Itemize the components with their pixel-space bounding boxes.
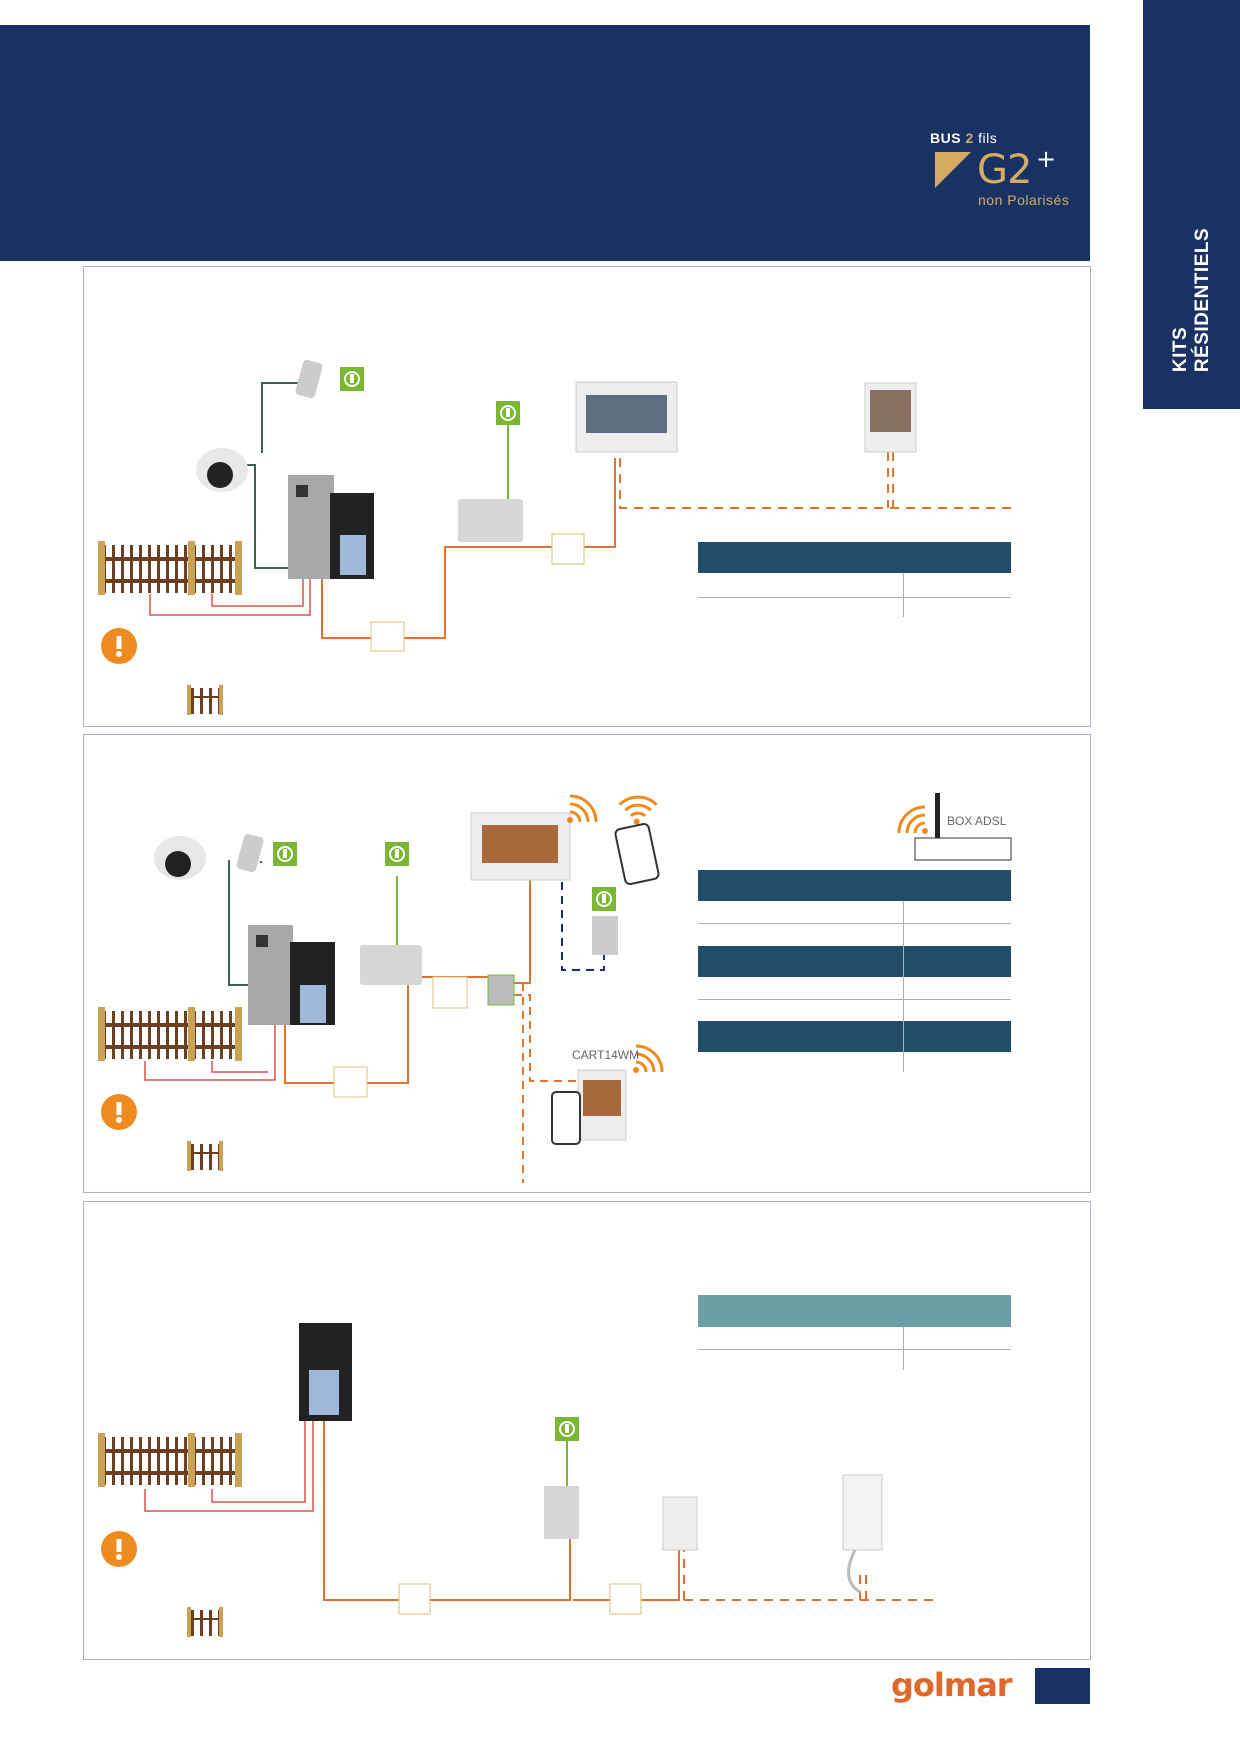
table-column-divider	[903, 573, 904, 617]
dome-camera-icon	[154, 836, 206, 880]
g2plus-logo: BUS 2 fils G2 + non Polarisés	[930, 130, 1080, 220]
power-plug-icon	[272, 841, 298, 867]
table-column-divider	[903, 1327, 904, 1370]
door-panel-icon	[288, 475, 374, 579]
sensor-icon	[295, 359, 323, 399]
monitor-icon	[864, 382, 917, 453]
cable-box	[398, 1583, 431, 1615]
logo-subtitle: non Polarisés	[978, 192, 1070, 208]
gate-icon	[98, 1433, 242, 1487]
kit-panel-3	[83, 1201, 1091, 1660]
table-column-divider	[903, 901, 904, 1072]
mini-gate-icon	[187, 685, 223, 715]
monitor-icon	[575, 381, 678, 453]
table-header-2a	[698, 870, 1011, 901]
table-header-1	[698, 542, 1011, 573]
door-panel-icon	[248, 925, 335, 1025]
brand-text: golmar	[891, 1666, 1013, 1704]
panel1-wires	[149, 382, 1011, 639]
power-supply-icon	[458, 499, 523, 542]
logo-fils: fils	[978, 130, 998, 146]
wifi-icon	[565, 794, 598, 825]
smartphone-icon	[551, 1091, 581, 1145]
cable-box	[370, 621, 405, 652]
mini-gate-icon	[187, 1607, 223, 1637]
power-supply-icon	[592, 916, 618, 955]
door-panel-icon	[299, 1323, 352, 1421]
panel2-wires	[144, 860, 605, 1183]
router-label: BOX ADSL	[947, 814, 1007, 828]
power-plug-icon	[591, 886, 617, 912]
page-number-box	[1035, 1668, 1090, 1704]
warning-icon	[101, 1094, 137, 1130]
cable-box	[432, 976, 468, 1009]
power-supply-icon	[360, 945, 422, 985]
gate-icon	[98, 541, 242, 595]
logo-two: 2	[965, 130, 974, 146]
smartphone-icon	[614, 823, 660, 885]
warning-icon	[101, 628, 137, 664]
table-header-2b	[698, 946, 1011, 977]
dome-camera-icon	[196, 448, 248, 492]
mini-gate-icon	[187, 1141, 223, 1171]
monitor-model-label: CART14WM	[572, 1048, 640, 1062]
audio-unit-icon	[662, 1496, 698, 1551]
handset-icon	[842, 1474, 883, 1594]
header-band	[0, 25, 1090, 261]
table-row-line	[698, 1349, 1011, 1350]
wifi-icon	[897, 805, 930, 836]
gate-icon	[98, 1007, 242, 1061]
cable-box	[551, 533, 585, 565]
table-header-3	[698, 1295, 1011, 1327]
power-plug-icon	[384, 841, 410, 867]
router-icon	[914, 793, 1012, 861]
logo-plus: +	[1036, 145, 1057, 173]
logo-bus: BUS	[930, 130, 962, 146]
table-row-line	[698, 923, 1011, 924]
cart14wm-monitor-icon	[577, 1069, 627, 1141]
golmar-logo: golmar	[891, 1666, 1013, 1704]
wifi-monitor-icon	[470, 812, 571, 881]
power-plug-icon	[339, 366, 365, 392]
table-header-2c	[698, 1021, 1011, 1052]
kit-panel-1	[83, 266, 1091, 727]
cable-box	[609, 1583, 642, 1615]
warning-icon	[101, 1531, 137, 1567]
table-row-line	[698, 999, 1011, 1000]
power-plug-icon	[554, 1416, 580, 1442]
table-row-line	[698, 597, 1011, 598]
sensor-icon	[236, 833, 264, 873]
panel3-wires	[144, 1419, 938, 1601]
cable-box	[333, 1066, 368, 1098]
wifi-icon	[616, 784, 659, 828]
logo-g2: G2	[977, 147, 1032, 193]
distributor-icon	[487, 974, 515, 1006]
power-supply-icon	[544, 1486, 579, 1539]
power-plug-icon	[495, 400, 521, 426]
